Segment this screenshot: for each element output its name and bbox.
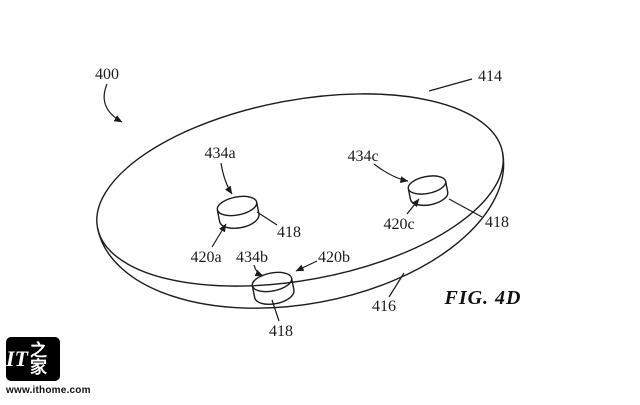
ref-418-b: 418 — [269, 323, 293, 340]
ref-414: 414 — [478, 68, 502, 85]
leader-418b — [271, 299, 280, 322]
disc-top-face — [96, 93, 504, 287]
ref-416: 416 — [372, 298, 396, 315]
leader-420a — [211, 223, 227, 248]
figure-caption: FIG. 4D — [443, 287, 521, 309]
watermark: IT 之家 www.ithome.com — [6, 337, 116, 396]
cylinder-420c-top — [407, 175, 447, 195]
ref-418-c: 418 — [485, 214, 509, 231]
ref-418-a: 418 — [277, 224, 301, 241]
ref-434b: 434b — [236, 249, 268, 266]
ithome-logo: IT 之家 — [6, 337, 60, 381]
leader-418c — [448, 198, 483, 218]
leader-434c — [373, 163, 409, 183]
leader-418a — [256, 211, 278, 226]
watermark-url: www.ithome.com — [6, 385, 91, 396]
leader-420c — [406, 198, 420, 215]
leader-414 — [428, 78, 473, 92]
ref-434c: 434c — [347, 148, 378, 165]
leader-416 — [388, 272, 405, 298]
cylinder-420a-top — [216, 195, 258, 217]
cylinder-420a — [216, 195, 260, 229]
cylinder-420b-top — [251, 271, 293, 293]
ref-420b: 420b — [318, 249, 350, 266]
leader-400 — [103, 83, 123, 123]
ref-420c: 420c — [383, 216, 414, 233]
cylinder-420c — [407, 175, 449, 207]
disc-side-rim — [96, 152, 505, 309]
ref-400: 400 — [95, 66, 119, 83]
logo-zh-text: 之家 — [30, 341, 47, 377]
leader-434b — [253, 264, 264, 277]
ref-434a: 434a — [204, 145, 235, 162]
cylinder-420b — [251, 271, 295, 305]
disc-body — [96, 93, 505, 309]
leader-434a — [220, 162, 233, 195]
leader-420b — [295, 260, 318, 272]
cylinder-420b-side — [251, 278, 295, 305]
logo-it-text: IT — [6, 346, 28, 371]
ref-420a: 420a — [190, 249, 221, 266]
